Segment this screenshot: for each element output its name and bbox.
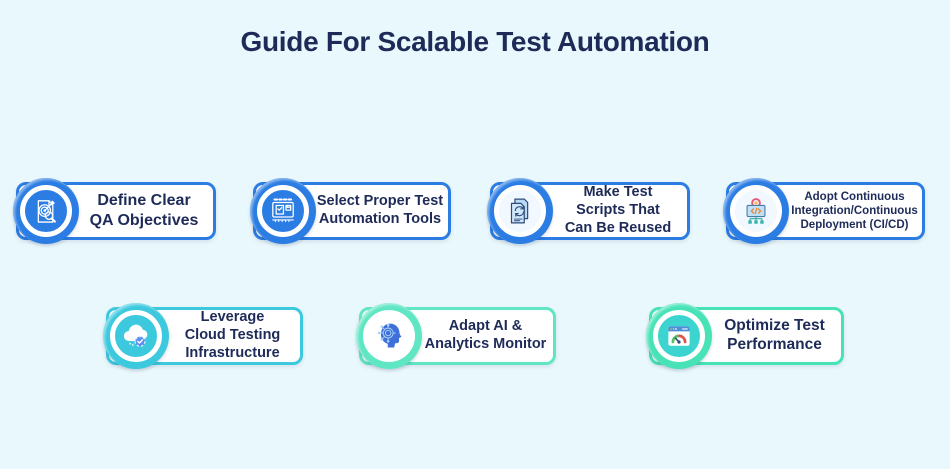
card-optimize-test-performance: Optimize Test Performance (646, 303, 844, 369)
cicd-pipeline-icon (746, 198, 766, 224)
card-label: Make Test Scripts That Can Be Reused (564, 184, 672, 236)
card-badge (487, 178, 553, 244)
card-select-automation-tools: Select Proper Test Automation Tools (250, 178, 451, 244)
card-label: Define Clear QA Objectives (89, 192, 199, 229)
page-title: Guide For Scalable Test Automation (240, 26, 710, 57)
reusable-script-icon (510, 198, 529, 224)
card-label: Adapt AI & Analytics Monitor (424, 318, 547, 352)
card-label: Leverage Cloud Testing Infrastructure (184, 309, 281, 361)
card-adopt-cicd: Adopt Continuous Integration/Continuous … (723, 178, 925, 244)
card-badge (356, 303, 422, 369)
test-tools-monitor-icon (272, 198, 294, 223)
card-label: Optimize Test Performance (724, 317, 825, 353)
card-define-qa-objectives: Define Clear QA Objectives (13, 178, 216, 244)
card-badge (723, 178, 789, 244)
card-reusable-test-scripts: Make Test Scripts That Can Be Reused (487, 178, 690, 244)
cloud-gear-icon (123, 324, 148, 347)
card-badge (646, 303, 712, 369)
card-badge (13, 178, 79, 244)
card-label: Adopt Continuous Integration/Continuous … (791, 190, 918, 231)
card-badge (250, 178, 316, 244)
card-cloud-testing-infrastructure: Leverage Cloud Testing Infrastructure (103, 303, 303, 369)
card-badge (103, 303, 169, 369)
card-label: Select Proper Test Automation Tools (316, 193, 444, 227)
speedometer-browser-icon (668, 326, 690, 346)
ai-head-circuit-icon (377, 323, 402, 348)
document-target-magnifier-icon (37, 200, 56, 223)
card-ai-analytics-monitor: Adapt AI & Analytics Monitor (356, 303, 556, 369)
